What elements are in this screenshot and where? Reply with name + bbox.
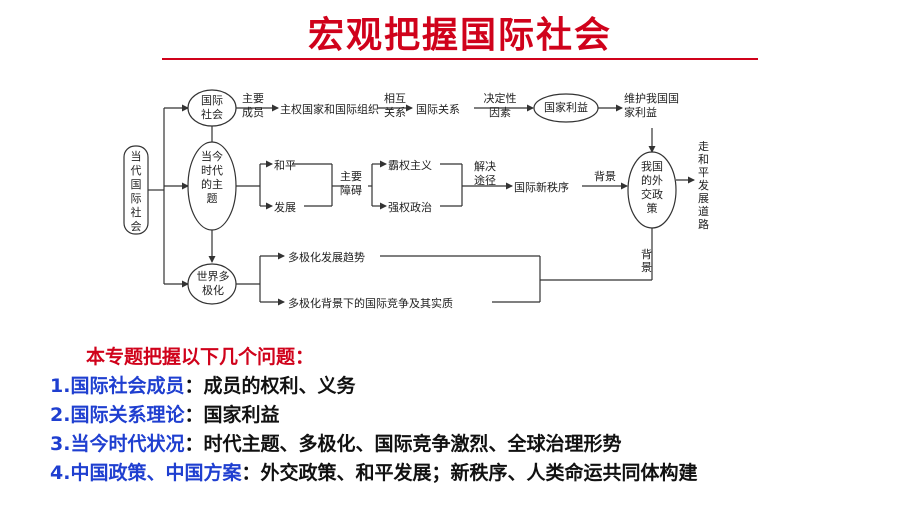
era-text: 当今时代的主题 [201, 150, 223, 205]
intl-society-text: 国际社会 [201, 94, 223, 121]
question-topic: 国际社会成员 [70, 375, 185, 397]
node-foreign-policy [627, 151, 677, 229]
label-multipolar-trend: 多极化发展趋势 [288, 251, 365, 264]
label-decisive-factor: 决定性因素 [483, 92, 517, 119]
question-number: 2. [50, 404, 71, 426]
node-multipolar [187, 263, 237, 305]
question-item-2: 2.国际关系理论：国家利益 [50, 401, 910, 430]
label-main-obstacle: 主要障碍 [340, 170, 362, 197]
foreign-policy-text: 我国的外交政策 [641, 160, 663, 215]
label-power-politics: 强权政治 [388, 201, 432, 214]
question-item-1: 1.国际社会成员：成员的权利、义务 [50, 372, 910, 401]
question-separator: ： [184, 375, 204, 397]
label-competition: 多极化背景下的国际竞争及其实质 [288, 297, 453, 310]
question-number: 4. [50, 462, 71, 484]
label-peace: 和平 [274, 159, 296, 172]
label-development: 发展 [274, 201, 296, 214]
title-underline [162, 58, 758, 60]
label-intl-relations: 国际关系 [416, 103, 460, 116]
label-hegemonism: 霸权主义 [388, 159, 432, 172]
question-detail: 国家利益 [203, 404, 280, 426]
concept-map [123, 89, 695, 306]
label-background-2: 背景 [641, 248, 652, 274]
node-era [187, 141, 237, 231]
label-sovereign-orgs: 主权国家和国际组织 [280, 103, 379, 116]
question-detail: 成员的权利、义务 [203, 375, 356, 397]
question-number: 3. [50, 433, 71, 455]
slide-title: 宏观把握国际社会 [307, 15, 612, 56]
root-box [123, 145, 149, 235]
multipolar-text: 世界多极化 [196, 270, 230, 297]
question-separator: ： [184, 404, 204, 426]
root-text: 当代国际社会 [130, 150, 142, 233]
label-mutual: 相互关系 [384, 92, 406, 119]
question-separator: ： [241, 462, 261, 484]
question-detail: 时代主题、多极化、国际竞争激烈、全球治理形势 [203, 433, 622, 455]
label-road: 走和平发展道路 [698, 140, 709, 231]
label-background: 背景 [594, 170, 616, 183]
label-safeguard: 维护我国国家利益 [624, 92, 679, 119]
node-national-interest [533, 93, 599, 123]
question-separator: ： [184, 433, 204, 455]
node-intl-society [187, 89, 237, 127]
questions-heading: 本专题把握以下几个问题： [86, 346, 315, 368]
label-main-members: 主要成员 [242, 92, 264, 119]
national-interest-text: 国家利益 [544, 101, 588, 114]
question-topic: 国际关系理论 [70, 404, 185, 426]
question-topic: 当今时代状况 [70, 433, 185, 455]
question-topic: 中国政策、中国方案 [70, 462, 242, 484]
label-solution-path: 解决途径 [474, 160, 496, 187]
question-item-3: 3.当今时代状况：时代主题、多极化、国际竞争激烈、全球治理形势 [50, 430, 910, 459]
diagram-labels: 当代国际社会 国际社会 当今时代的主题 世界多极化 国家利益 我国的外交政策 主… [130, 92, 710, 310]
label-new-order: 国际新秩序 [514, 181, 569, 194]
question-number: 1. [50, 375, 71, 397]
question-item-4: 4.中国政策、中国方案：外交政策、和平发展；新秩序、人类命运共同体构建 [50, 459, 910, 488]
question-detail: 外交政策、和平发展；新秩序、人类命运共同体构建 [260, 462, 698, 484]
questions-list: 本专题把握以下几个问题： 1.国际社会成员：成员的权利、义务 2.国际关系理论：… [50, 343, 910, 488]
